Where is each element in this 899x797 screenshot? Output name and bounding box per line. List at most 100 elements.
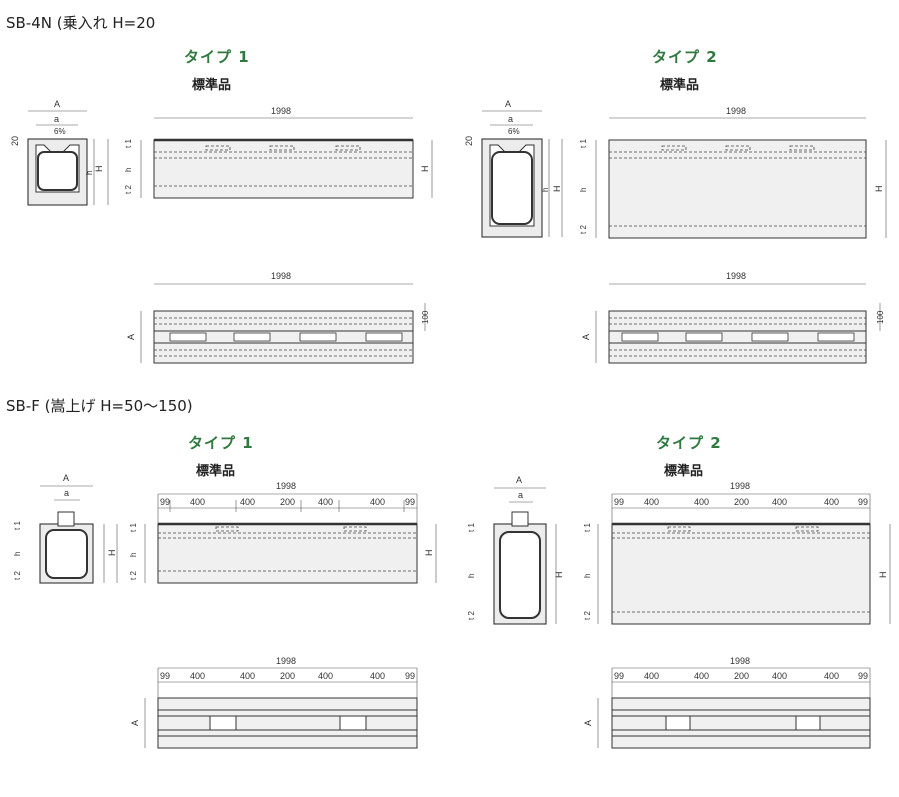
dim-slope-t2: 6% xyxy=(508,127,520,136)
dim-length: 1998 xyxy=(271,106,291,116)
section-title-sbf: SB-F (嵩上げ H=50〜150) xyxy=(6,397,193,415)
sb4n-t2-plan-view: 1998 A 100 xyxy=(581,271,885,364)
dim-h-t2: h xyxy=(579,188,588,192)
dim-t1-sbf1: t 1 xyxy=(129,523,138,532)
std-label-sbf-2: 標準品 xyxy=(664,464,704,479)
dim-a: a xyxy=(54,114,59,124)
dim-length-sbf1-plan: 1998 xyxy=(276,656,296,666)
dim-length-t2: 1998 xyxy=(726,106,746,116)
dim-20: 20 xyxy=(10,136,20,146)
seg-400-b: 400 xyxy=(240,497,255,507)
dim-H: H xyxy=(420,166,430,173)
seg-200-plan: 200 xyxy=(280,671,295,681)
seg-400-b-sbf2: 400 xyxy=(694,497,709,507)
seg-99-a-sbf2: 99 xyxy=(614,497,624,507)
dim-A-t2-plan: A xyxy=(581,334,591,340)
dim-h-t2-cs: h xyxy=(541,188,550,192)
seg-99-a-plan: 99 xyxy=(160,671,170,681)
sb4n-t1-side-view: 1998 t 1 h t 2 H xyxy=(124,106,433,199)
dim-h-t1: h xyxy=(85,171,94,175)
dim-a-t2: a xyxy=(508,114,513,124)
seg-400-c: 400 xyxy=(318,497,333,507)
dim-t2-t2: t 2 xyxy=(579,225,588,234)
sb4n-t1-plan-view: 1998 A 100 xyxy=(126,271,430,364)
dim-a-sbf1: a xyxy=(64,488,69,498)
type-title-sb4n-1: タイプ 1 xyxy=(184,48,250,66)
dim-H-t1: H xyxy=(94,166,104,173)
dim-A-sbf2: A xyxy=(516,475,522,485)
sbf-t1-cross-section: A a H t 1 h t 2 xyxy=(13,473,118,584)
dim-a-sbf2: a xyxy=(518,490,523,500)
seg-400-b-plan: 400 xyxy=(240,671,255,681)
sbf-t1-side-view: 1998 99 400 400 200 400 400 99 t 1 h t 2 xyxy=(129,481,437,584)
sbf-t2-cross-section: A a H t 1 h t 2 xyxy=(467,475,564,625)
seg-99-a-sbf2-plan: 99 xyxy=(614,671,624,681)
seg-200-sbf2: 200 xyxy=(734,497,749,507)
dim-h: h xyxy=(124,168,133,172)
sb4n-t1-cross-section: A a 6% 20 H h xyxy=(10,99,109,206)
type-title-sbf-1: タイプ 1 xyxy=(188,434,254,452)
dim-t1-sbf2-cs: t 1 xyxy=(467,523,476,532)
dim-h-sbf1-cs: h xyxy=(13,552,22,556)
dim-H-sbf2-cs: H xyxy=(554,572,564,579)
sbf-t2-plan-view: 1998 99 400 400 200 400 400 99 A xyxy=(583,656,871,749)
seg-400-a: 400 xyxy=(190,497,205,507)
seg-400-d-sbf2: 400 xyxy=(824,497,839,507)
dim-H-t2-cs: H xyxy=(552,186,562,193)
dim-A-sbf1: A xyxy=(63,473,69,483)
seg-99-b-sbf2-plan: 99 xyxy=(858,671,868,681)
seg-99-a: 99 xyxy=(160,497,170,507)
seg-400-c-plan: 400 xyxy=(318,671,333,681)
sbf-t2-side-view: 1998 99 400 400 200 400 400 99 t 1 h t 2… xyxy=(583,481,891,625)
dim-t1-t2: t 1 xyxy=(579,139,588,148)
seg-400-b-sbf2-plan: 400 xyxy=(694,671,709,681)
dim-t2: t 2 xyxy=(124,185,133,194)
dim-length-sbf2: 1998 xyxy=(730,481,750,491)
seg-200-sbf2-plan: 200 xyxy=(734,671,749,681)
dim-t2-sbf2: t 2 xyxy=(583,611,592,620)
sbf-t1-plan-view: 1998 99 400 400 200 400 400 99 A xyxy=(130,656,418,749)
dim-A-plan: A xyxy=(126,334,136,340)
dim-t1-sbf1-cs: t 1 xyxy=(13,521,22,530)
seg-400-d-sbf2-plan: 400 xyxy=(824,671,839,681)
dim-t1-sbf2: t 1 xyxy=(583,523,592,532)
std-label-sb4n-2: 標準品 xyxy=(660,78,700,93)
seg-400-a-sbf2: 400 xyxy=(644,497,659,507)
seg-400-a-plan: 400 xyxy=(190,671,205,681)
dim-H-sbf1: H xyxy=(424,550,434,557)
dim-A-sbf1-plan: A xyxy=(130,720,140,726)
dim-length-t2-plan: 1998 xyxy=(726,271,746,281)
dim-100-t2: 100 xyxy=(876,310,885,324)
dim-H-t2: H xyxy=(874,186,884,193)
dim-H-sbf2: H xyxy=(878,572,888,579)
seg-400-d-plan: 400 xyxy=(370,671,385,681)
type-title-sbf-2: タイプ 2 xyxy=(656,434,722,452)
dim-A-sbf2-plan: A xyxy=(583,720,593,726)
type-title-sb4n-2: タイプ 2 xyxy=(652,48,718,66)
section-title-sb4n: SB-4N (乗入れ H=20 xyxy=(6,14,156,32)
std-label-sbf-1: 標準品 xyxy=(196,464,236,479)
sb4n-t2-cross-section: A a 6% 20 H h xyxy=(464,99,563,238)
dim-slope: 6% xyxy=(54,127,66,136)
dim-length-sbf1: 1998 xyxy=(276,481,296,491)
seg-400-c-sbf2: 400 xyxy=(772,497,787,507)
seg-99-b: 99 xyxy=(405,497,415,507)
seg-400-a-sbf2-plan: 400 xyxy=(644,671,659,681)
dim-20-t2: 20 xyxy=(464,136,474,146)
seg-400-d: 400 xyxy=(370,497,385,507)
seg-400-c-sbf2-plan: 400 xyxy=(772,671,787,681)
dim-h-sbf1: h xyxy=(129,553,138,557)
dim-100: 100 xyxy=(421,310,430,324)
dim-t2-sbf2-cs: t 2 xyxy=(467,611,476,620)
dim-t1: t 1 xyxy=(124,139,133,148)
seg-200: 200 xyxy=(280,497,295,507)
sb4n-t2-side-view: 1998 t 1 h t 2 H xyxy=(579,106,887,239)
dim-h-sbf2: h xyxy=(583,574,592,578)
dim-H-sbf1-cs: H xyxy=(107,550,117,557)
dim-h-sbf2-cs: h xyxy=(467,574,476,578)
dim-A-t2: A xyxy=(505,99,511,109)
seg-99-b-sbf2: 99 xyxy=(858,497,868,507)
dim-t2-sbf1: t 2 xyxy=(129,571,138,580)
dim-length-sbf2-plan: 1998 xyxy=(730,656,750,666)
